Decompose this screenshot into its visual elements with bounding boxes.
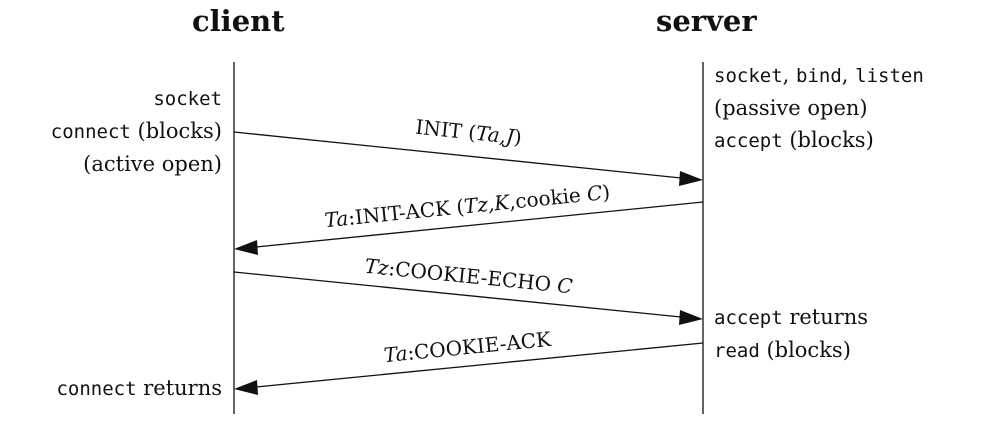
- init-arrowhead: [679, 171, 703, 186]
- client-active-open-label: (active open): [83, 152, 222, 176]
- cookie-echo-label-part: :COOKIE-ECHO: [387, 256, 558, 297]
- init-label-part: Ta,J: [475, 121, 516, 149]
- cookie-echo-arrow: [233, 271, 682, 318]
- cookie-ack-label-part: Ta: [383, 341, 409, 367]
- init-ack-label-part: C: [586, 181, 604, 206]
- server-actions-top: socket, bind, listen (passive open) acce…: [714, 59, 924, 157]
- client-actions: socket connect (blocks) (active open): [51, 82, 222, 180]
- cookie-echo-label-part: C: [556, 273, 574, 298]
- server-read-label: read (blocks): [714, 338, 851, 362]
- cookie-echo-label-part: Tz: [364, 254, 391, 280]
- server-header: server: [656, 4, 757, 38]
- init-label-part: ): [513, 125, 523, 150]
- client-socket-label: socket: [153, 88, 222, 110]
- cookie-ack-arrow: [255, 342, 704, 388]
- init-ack-label-part: ,cookie: [508, 182, 588, 214]
- client-connect-label: connect (blocks): [50, 119, 222, 143]
- init-ack-label-part: :INIT-ACK (: [347, 194, 465, 229]
- cookie-ack-message-label: Ta:COOKIE-ACK: [383, 327, 553, 367]
- cookie-echo-message-label: Tz:COOKIE-ECHO C: [364, 254, 574, 299]
- client-connect-returns-label: connect returns: [56, 376, 222, 400]
- server-accept-returns-label: accept returns: [714, 305, 869, 329]
- init-ack-label-part: Ta: [323, 206, 349, 232]
- init-message-label: INIT (Ta,J): [414, 115, 523, 150]
- init-ack-arrow: [255, 201, 704, 248]
- server-actions-bottom: accept returns read (blocks): [714, 301, 868, 367]
- init-label-part: INIT (: [414, 115, 477, 145]
- client-header: client: [192, 4, 285, 38]
- cookie-ack-arrowhead: [234, 380, 258, 395]
- init-ack-arrowhead: [234, 240, 258, 255]
- cookie-ack-label-part: :COOKIE-ACK: [406, 327, 553, 365]
- server-accept-label: accept (blocks): [714, 128, 874, 152]
- server-passive-open-label: (passive open): [714, 96, 868, 120]
- server-socket-bind-listen-label: socket, bind, listen: [714, 63, 924, 87]
- init-ack-label-part: ): [601, 180, 611, 205]
- init-arrow: [233, 131, 682, 179]
- init-ack-label-part: Tz,K: [463, 190, 511, 218]
- init-ack-message-label: Ta:INIT-ACK (Tz,K,cookie C): [323, 180, 611, 232]
- cookie-echo-arrowhead: [679, 310, 703, 325]
